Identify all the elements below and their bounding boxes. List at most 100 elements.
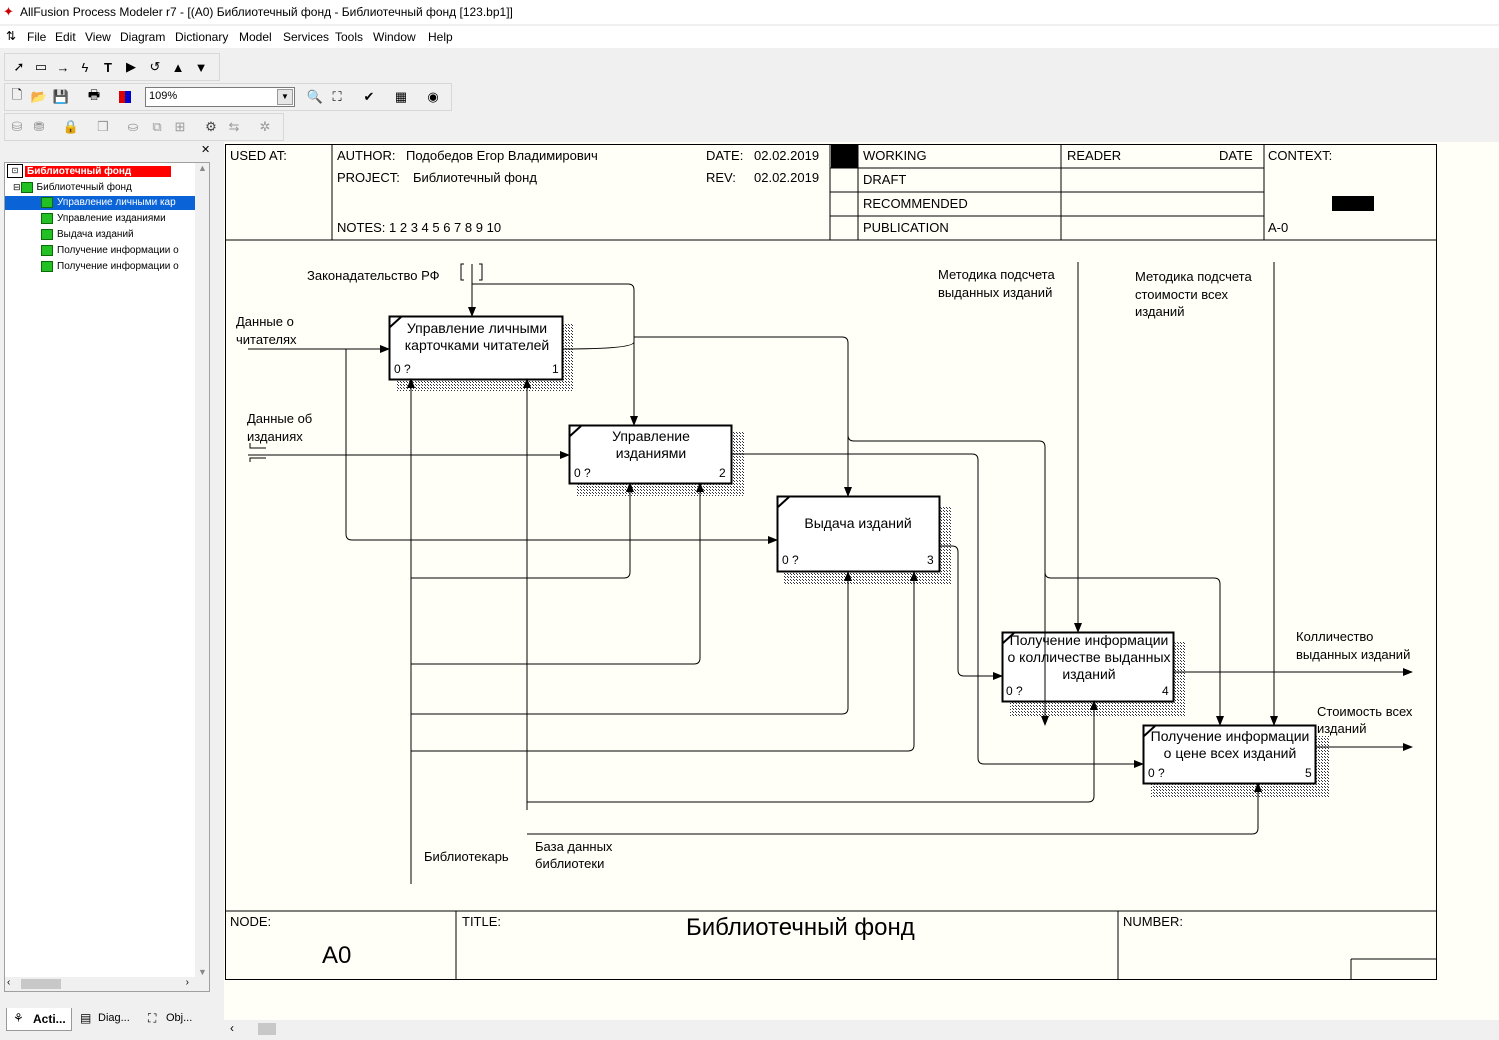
model-icon[interactable]: ⛁ <box>11 119 23 134</box>
navigator-icon[interactable]: ◉ <box>427 89 439 104</box>
zoom-fit-icon[interactable]: ⛶ <box>332 89 342 104</box>
arrow-label-method-cost[interactable]: Методика подсчета <box>1135 269 1252 284</box>
box-tool-icon[interactable]: ▭ <box>34 59 48 74</box>
menu-file[interactable]: File <box>27 30 47 44</box>
arrow-label-database[interactable]: База данных <box>535 839 613 854</box>
tree-item-2[interactable]: Управление изданиями <box>41 212 166 226</box>
properties-icon[interactable]: ⚙ <box>205 119 217 134</box>
arrow-label-count-output[interactable]: Колличество <box>1296 629 1374 644</box>
color-palette-icon[interactable] <box>115 87 135 107</box>
vertical-scrollbar[interactable]: ▲ ▼ <box>195 163 209 991</box>
horizontal-scrollbar[interactable]: ‹ › <box>5 977 209 991</box>
notes: NOTES: 1 2 3 4 5 6 7 8 9 10 <box>337 220 502 235</box>
menu-help[interactable]: Help <box>428 30 453 44</box>
menu-view[interactable]: View <box>85 30 111 44</box>
chevron-down-icon[interactable]: ▼ <box>277 89 293 105</box>
new-file-icon[interactable]: 🗋 <box>11 87 23 102</box>
tree-item-3[interactable]: Выдача изданий <box>41 228 134 242</box>
arrow-label-cost-output-2: изданий <box>1317 721 1367 736</box>
close-icon[interactable]: ✕ <box>201 144 211 156</box>
arrow-label-law[interactable]: Законадательство РФ <box>307 268 440 283</box>
title-label: TITLE: <box>462 914 502 929</box>
tree-root-label: Библиотечный фонд <box>25 165 172 177</box>
arrow-label-readers[interactable]: Данные о <box>236 314 294 329</box>
tree-root[interactable]: ⊡Библиотечный фонд <box>7 164 172 178</box>
database-icon[interactable]: ⛀ <box>127 119 139 134</box>
grid-icon[interactable]: ⊞ <box>174 119 186 134</box>
menu-services[interactable]: Services <box>283 30 330 44</box>
app-icon: ✦ <box>3 4 14 19</box>
print-icon[interactable]: 🖶 <box>87 87 101 102</box>
menu-tools[interactable]: Tools <box>335 30 364 44</box>
save-icon[interactable]: 💾 <box>52 89 70 104</box>
menu-diagram[interactable]: Diagram <box>120 30 166 44</box>
squiggle-tool-icon[interactable]: ϟ <box>81 59 89 75</box>
activity-tree[interactable]: ⊡Библиотечный фонд ⊟ Библиотечный фонд Уп… <box>4 162 210 992</box>
box-5-title[interactable]: Получение информации о цене всех изданий <box>1150 728 1310 761</box>
author-value: Подобедов Егор Владимирович <box>406 148 598 163</box>
canvas-horizontal-scrollbar[interactable]: ‹ <box>224 1020 1499 1038</box>
pointer-tool-icon[interactable]: ➚ <box>13 59 25 74</box>
arrow-label-publications[interactable]: Данные об <box>247 411 313 426</box>
scroll-thumb[interactable] <box>258 1023 276 1035</box>
menu-model[interactable]: Model <box>239 30 272 44</box>
box-4-title[interactable]: Получение информации о колличестве выдан… <box>1007 632 1171 682</box>
tab-objects[interactable]: ⛶ Obj... <box>144 1008 208 1030</box>
text-tool-icon[interactable]: T <box>104 59 112 75</box>
tab-activities[interactable]: ⚘ Acti... <box>6 1008 72 1031</box>
tree-child-label: Библиотечный фонд <box>36 182 132 193</box>
tab-diagrams[interactable]: ▤ Diag... <box>74 1008 138 1030</box>
open-folder-icon[interactable]: 📂 <box>30 89 48 104</box>
undo-icon[interactable]: ↺ <box>149 59 161 74</box>
arrow-tool-icon[interactable]: → <box>56 59 70 75</box>
sync-icon[interactable]: ⇆ <box>228 119 240 134</box>
menu-bar: ⇅ File Edit View Diagram Dictionary Mode… <box>0 26 1499 48</box>
context-node: A-0 <box>1268 220 1289 235</box>
menu-window[interactable]: Window <box>373 30 416 44</box>
box-2-title[interactable]: Управление изданиями <box>612 428 690 461</box>
arrow-label-method-issued[interactable]: Методика подсчета <box>938 267 1055 282</box>
merge-icon[interactable]: ⧉ <box>152 119 162 134</box>
box-1-title[interactable]: Управление личными карточками читателей <box>404 320 550 353</box>
model-mart-icon[interactable]: ⛃ <box>33 119 45 134</box>
tree-item-label: Управление личными кар <box>57 197 176 208</box>
spell-check-icon[interactable]: ✔ <box>363 89 375 104</box>
go-down-icon[interactable]: ▼ <box>194 59 208 75</box>
scroll-left-icon[interactable]: ‹ <box>230 1021 234 1035</box>
arrow-label-cost-output[interactable]: Стоимость всех <box>1317 704 1413 719</box>
zoom-icon[interactable]: 🔍 <box>306 89 324 104</box>
activity-icon <box>20 181 33 193</box>
box-4-number: 4 <box>1162 684 1169 698</box>
tree-item-4[interactable]: Получение информации о <box>41 244 179 258</box>
model-explorer-icon[interactable]: ▦ <box>394 89 408 104</box>
scroll-right-icon[interactable]: › <box>185 977 189 988</box>
activity-icon <box>41 212 53 224</box>
arrow-label-readers-2: читателях <box>236 332 297 347</box>
tree-item-1[interactable]: Управление личными кар <box>5 196 209 210</box>
menu-edit[interactable]: Edit <box>55 30 76 44</box>
menu-dictionary[interactable]: Dictionary <box>175 30 229 44</box>
tree-child[interactable]: ⊟ Библиотечный фонд <box>13 180 132 194</box>
go-up-icon[interactable]: ▲ <box>171 59 185 75</box>
lock-icon[interactable]: 🔒 <box>62 119 80 134</box>
explorer-tabs: ⚘ Acti... ▤ Diag... ⛶ Obj... <box>4 1008 210 1032</box>
arrow-label-method-issued-2: выданных изданий <box>938 285 1053 300</box>
arrow-label-librarian[interactable]: Библиотекарь <box>424 849 509 864</box>
bug-icon[interactable]: ✲ <box>259 119 271 134</box>
activity-icon <box>41 196 53 208</box>
zoom-select[interactable]: 109% ▼ <box>145 87 295 107</box>
box-5-cost: 0 ? <box>1148 766 1165 780</box>
scroll-up-icon[interactable]: ▲ <box>198 163 207 173</box>
box-3-title[interactable]: Выдача изданий <box>804 515 912 531</box>
scroll-left-icon[interactable]: ‹ <box>7 977 11 988</box>
collapse-icon[interactable]: ⊟ <box>13 182 21 192</box>
report-icon[interactable]: ❒ <box>97 119 109 134</box>
play-icon[interactable]: ▶ <box>126 59 136 74</box>
diagram-canvas[interactable]: USED AT: AUTHOR: Подобедов Егор Владимир… <box>224 142 1499 1020</box>
drawing-toolbar: ➚ ▭ → ϟ T ▶ ↺ ▲ ▼ <box>4 53 220 81</box>
tree-item-5[interactable]: Получение информации о <box>41 260 179 274</box>
tree-item-label: Получение информации о <box>57 245 179 256</box>
scroll-down-icon[interactable]: ▼ <box>198 967 207 977</box>
scroll-thumb[interactable] <box>21 979 61 989</box>
document-icon[interactable]: ⇅ <box>6 29 17 43</box>
